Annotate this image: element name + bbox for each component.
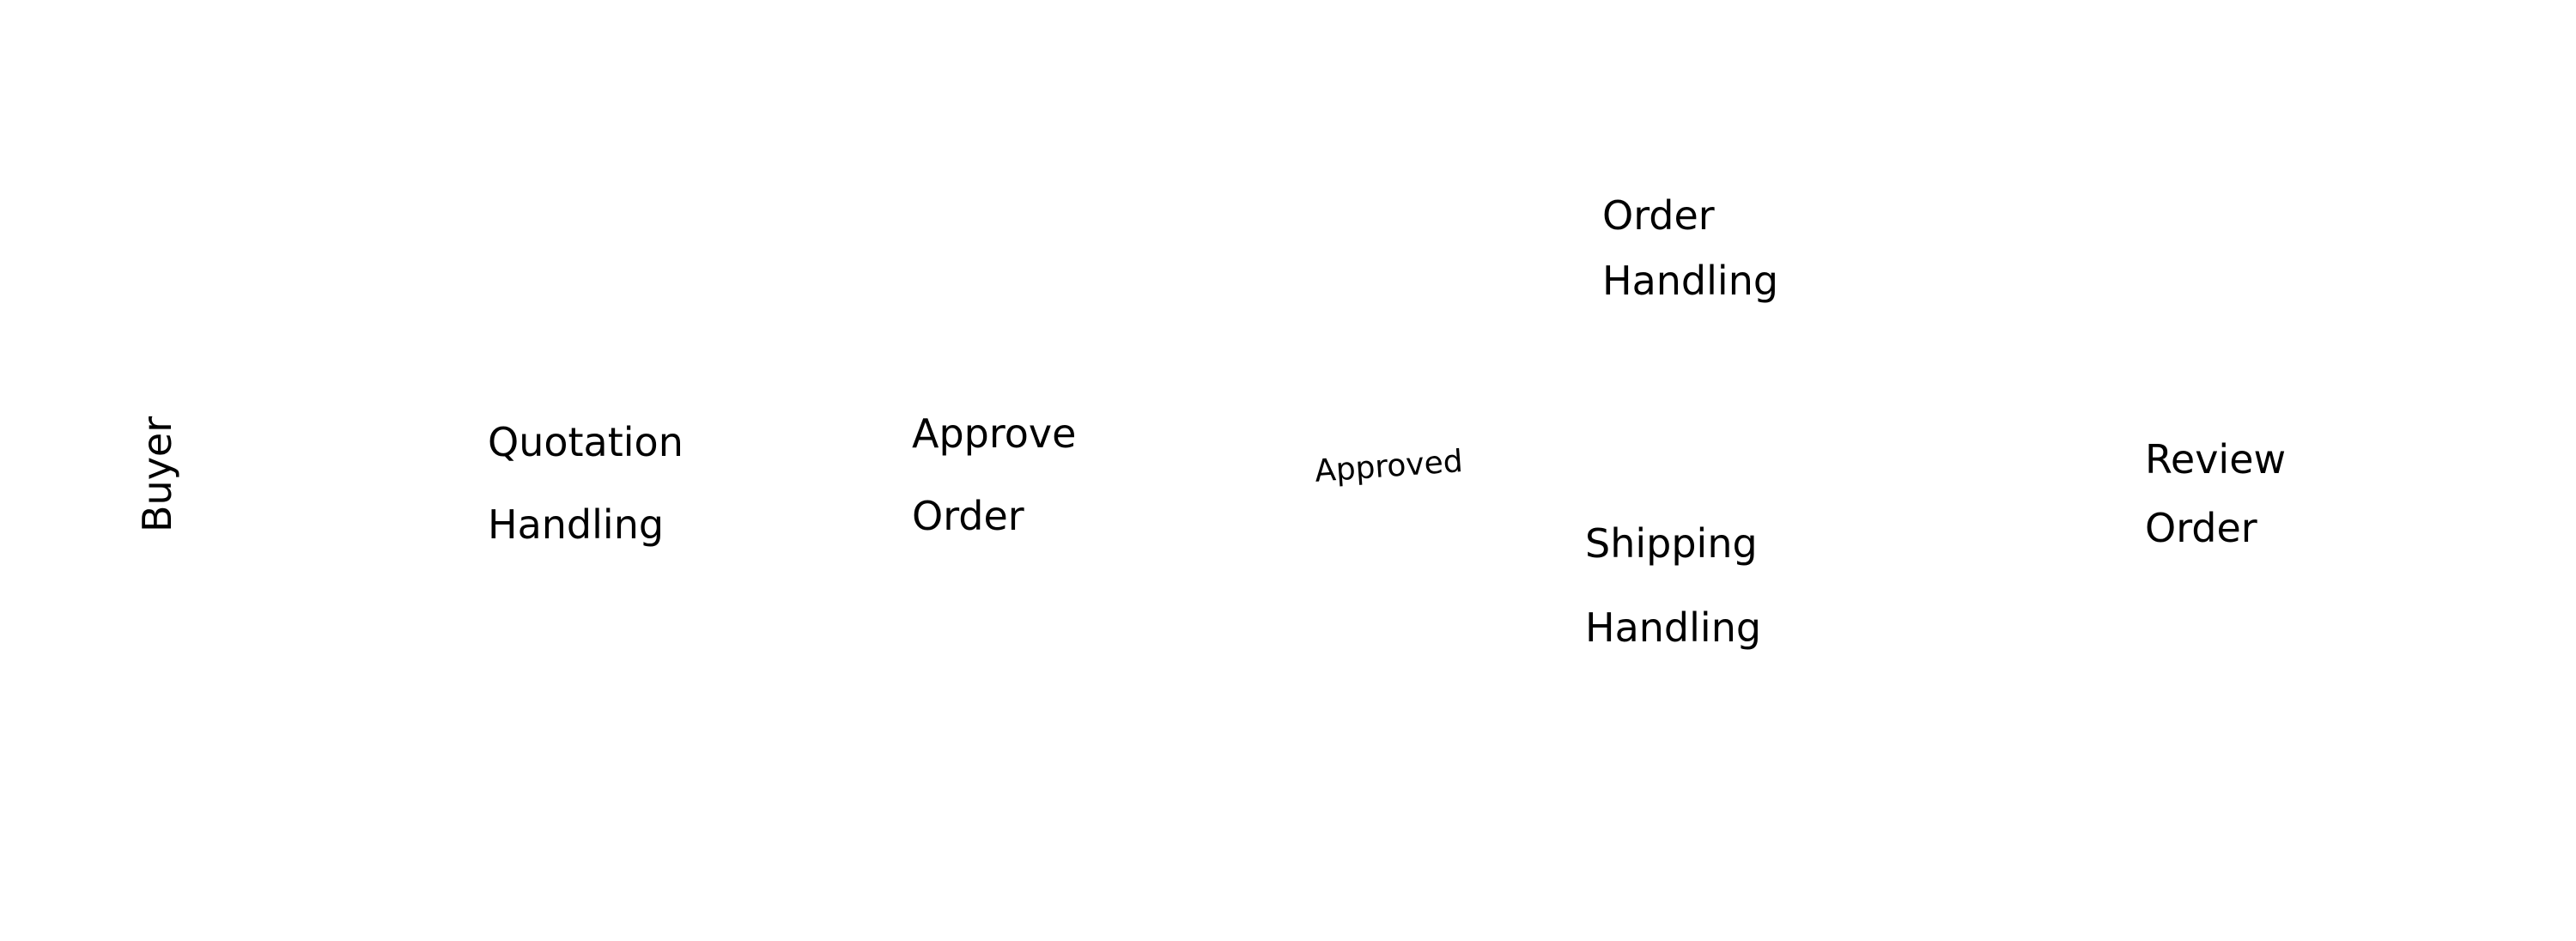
node-shipping-handling: Shipping Handling xyxy=(1585,524,1761,647)
node-order-handling: Order Handling xyxy=(1602,196,1778,301)
node-quotation-handling-line1: Quotation xyxy=(488,419,683,465)
node-approve-order-line1: Approve xyxy=(912,410,1077,457)
node-review-order-line1: Review xyxy=(2145,436,2287,483)
node-quotation-handling-line2: Handling xyxy=(488,501,665,548)
node-approve-order-line2: Order xyxy=(912,493,1024,539)
node-shipping-handling-line2: Handling xyxy=(1585,604,1762,651)
node-quotation-handling: Quotation Handling xyxy=(488,422,683,544)
node-order-handling-line2: Handling xyxy=(1602,258,1779,304)
node-shipping-handling-line1: Shipping xyxy=(1585,520,1758,567)
node-review-order: Review Order xyxy=(2145,440,2286,548)
node-approve-order: Approve Order xyxy=(912,414,1076,536)
edge-label-approved: Approved xyxy=(1313,443,1464,489)
node-review-order-line2: Order xyxy=(2145,505,2257,551)
node-order-handling-line1: Order xyxy=(1602,192,1715,239)
lane-label-buyer: Buyer xyxy=(134,416,180,532)
